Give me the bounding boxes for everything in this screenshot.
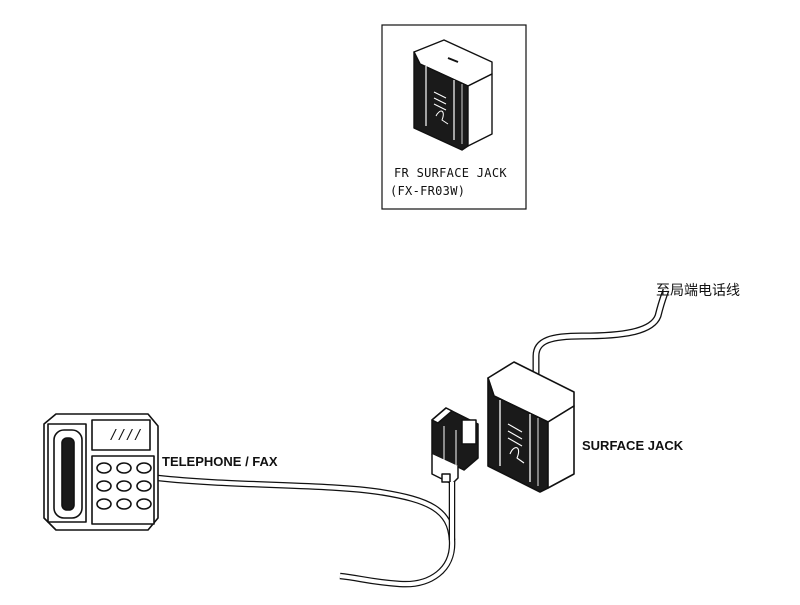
- telephone-cable: [157, 474, 456, 588]
- inset-product-name: FR SURFACE JACK: [394, 166, 507, 180]
- keypad-buttons: [96, 462, 152, 510]
- exchange-line-label: 至局端电话线: [656, 283, 740, 299]
- display-marks: ////: [110, 428, 143, 443]
- surface-jack-device: [487, 361, 575, 493]
- surface-jack-label: SURFACE JACK: [582, 438, 684, 453]
- exchange-cable: [532, 288, 670, 388]
- telephone-fax-device: [43, 413, 159, 531]
- telephone-plug: [431, 407, 479, 485]
- inset-model-code: (FX-FR03W): [390, 184, 466, 198]
- telephone-fax-label: TELEPHONE / FAX: [162, 454, 278, 469]
- inset-jack-illustration: [413, 39, 493, 151]
